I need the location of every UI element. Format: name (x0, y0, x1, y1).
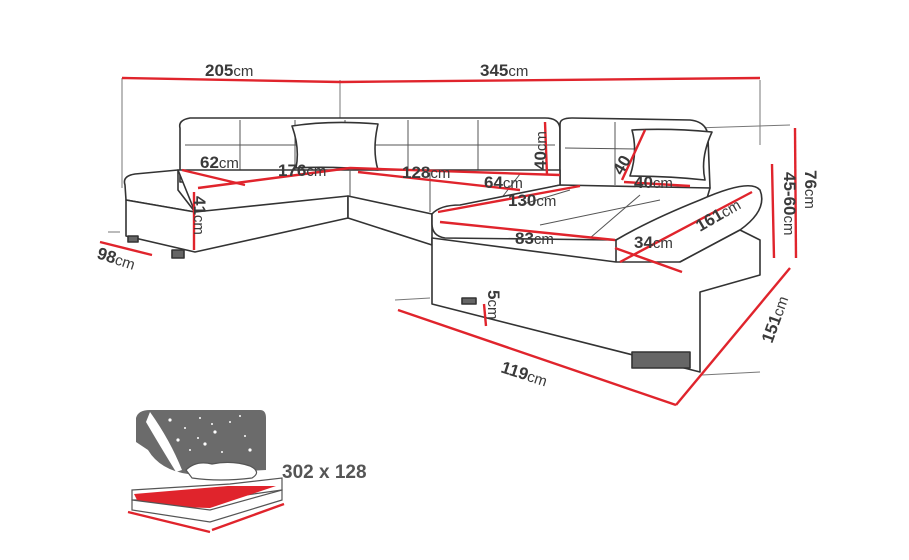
bed-base (131, 489, 283, 523)
dim-chaise-width: 119cm (499, 358, 550, 391)
dim-chaise-seat-width: 130cm (508, 191, 556, 210)
dim-left-seat-depth: 62cm (200, 153, 239, 172)
dim-cushion-width: 40cm (634, 173, 673, 192)
chaise-base-front (431, 229, 761, 373)
sleeping-area-size: 302 x 128 (282, 462, 367, 483)
star-dot (184, 427, 186, 429)
dimension-lines (99, 76, 798, 407)
star-dot (211, 423, 213, 425)
bed-red-area (134, 486, 276, 508)
star-dot (203, 442, 207, 446)
bed-function-icon: 302 x 128 (127, 410, 367, 534)
dim-seat-height: 45-60cm (780, 172, 799, 235)
star-dot (159, 429, 161, 431)
dim-total-height: 76cm (801, 170, 820, 209)
star-dot (197, 437, 199, 439)
left-armrest (123, 169, 196, 213)
extension-lines (108, 78, 791, 376)
star-dot (199, 417, 201, 419)
chaise-seat-seams (519, 189, 661, 239)
dim-left-seat-width: 176cm (278, 161, 326, 180)
right-throw-pillow (629, 128, 713, 181)
star-dot (239, 415, 241, 417)
dim-left-depth: 98cm (95, 244, 138, 274)
star-dot (221, 451, 223, 453)
star-dot (248, 448, 252, 452)
dim-backrest-height: 40cm (531, 131, 550, 170)
dim-middle-seat-depth: 64cm (484, 173, 523, 192)
star-dot (213, 430, 217, 434)
dim-armrest-width: 34cm (634, 233, 673, 252)
leg-middle (461, 297, 477, 305)
star-dot (176, 438, 180, 442)
star-dot (189, 449, 191, 451)
dim-middle-seat-width: 128cm (402, 163, 450, 182)
star-dot (244, 435, 246, 437)
moon-icon (146, 412, 182, 472)
dim-total-width: 345cm (480, 61, 528, 80)
leg-left-front (171, 249, 185, 259)
star-dot (229, 421, 231, 423)
leg-left (127, 235, 139, 243)
pillow-icon (185, 461, 258, 481)
dim-left-seat-height: 41cm (190, 196, 209, 235)
leg-chaise-front (631, 351, 691, 369)
dim-leg-height: 5cm (484, 290, 503, 319)
stars (159, 415, 252, 453)
dim-left-width: 205cm (205, 61, 253, 80)
dim-chaise-front-width: 83cm (515, 229, 554, 248)
star-dot (168, 418, 172, 422)
